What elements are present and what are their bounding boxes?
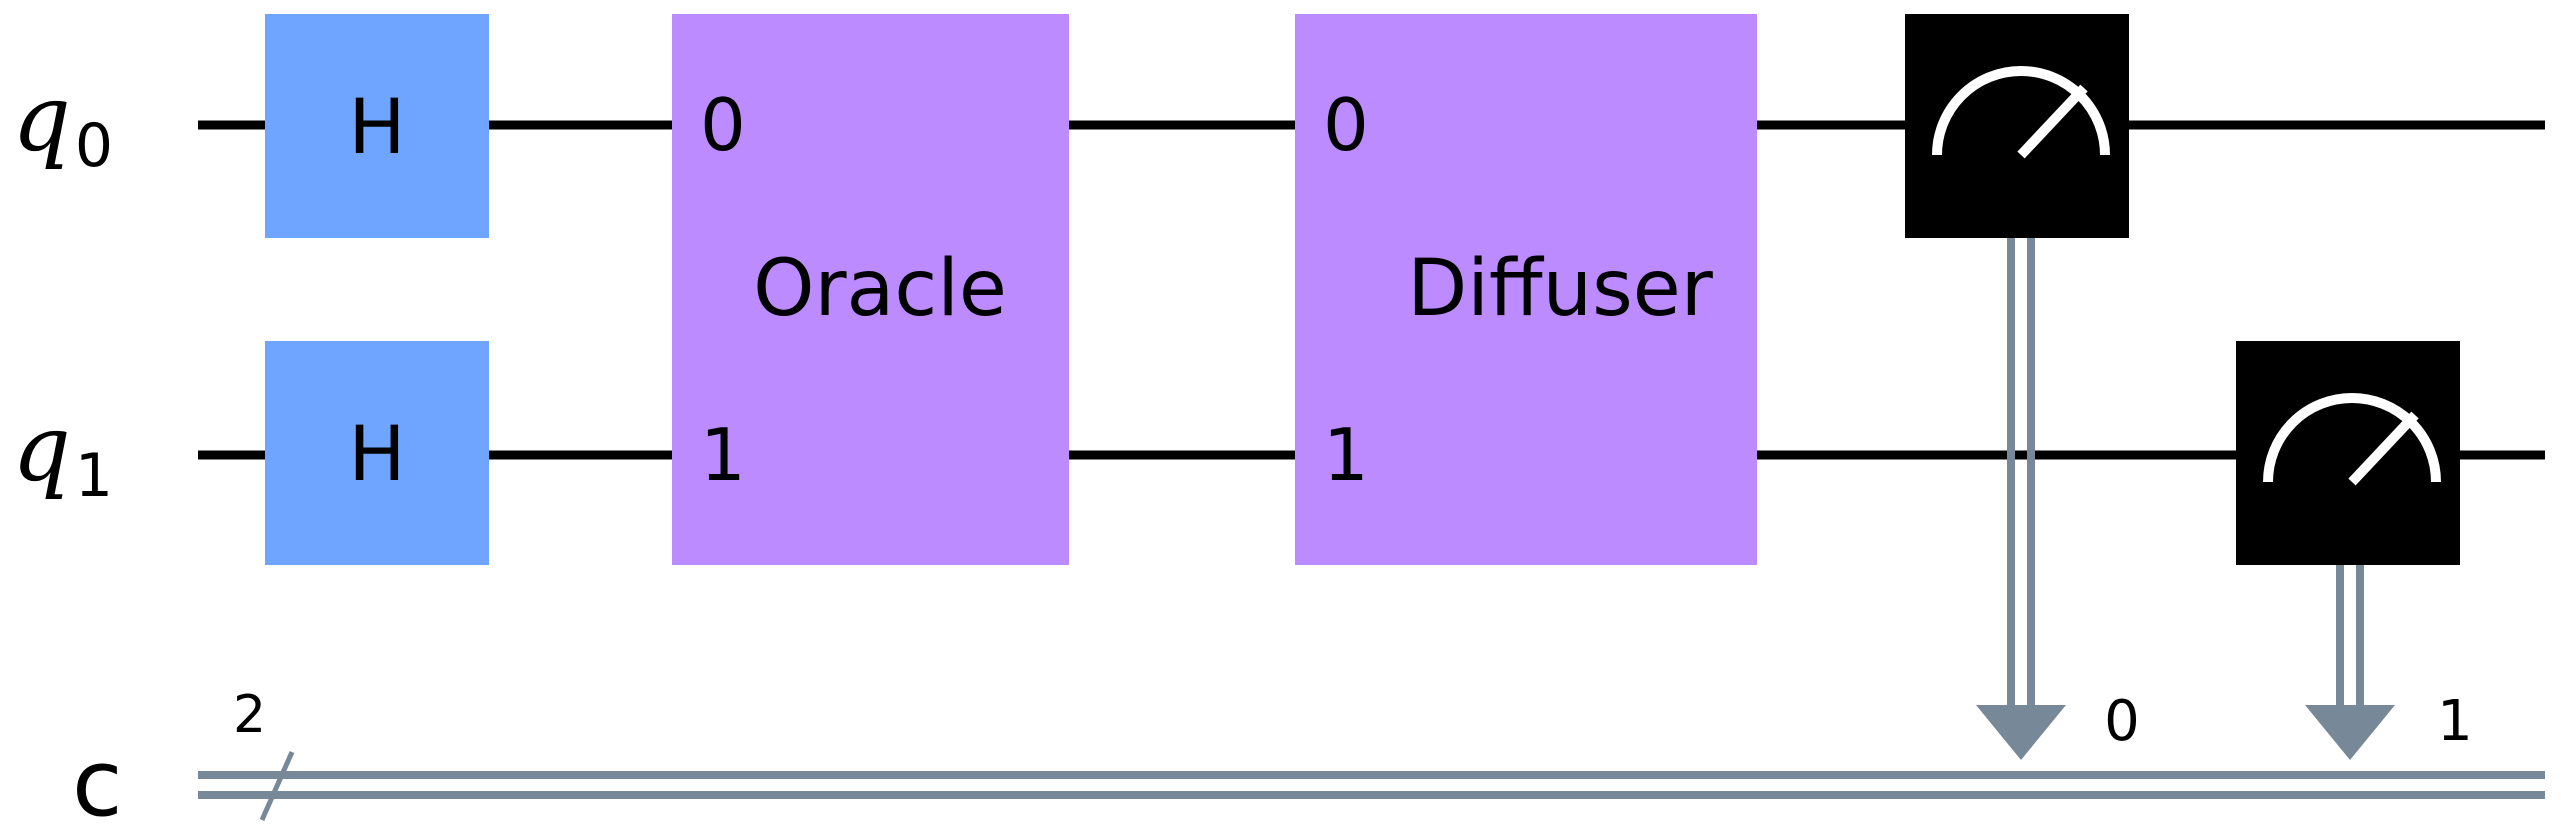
classical-wire — [198, 771, 2545, 799]
register-label-q0: q0 — [12, 65, 113, 181]
oracle-gate[interactable]: 0 Oracle 1 — [672, 14, 1069, 565]
register-sub-q0: 0 — [75, 111, 113, 181]
svg-text:H: H — [348, 82, 405, 171]
diffuser-pin-1: 1 — [1323, 413, 1369, 497]
measure-q1[interactable]: 1 — [2236, 341, 2473, 760]
diffuser-label: Diffuser — [1407, 244, 1714, 334]
diffuser-gate[interactable]: 0 Diffuser 1 — [1295, 14, 1757, 565]
measure-bit-1: 1 — [2437, 689, 2473, 754]
h-gate-q0[interactable]: H — [265, 14, 489, 238]
measure-bit-0: 0 — [2104, 689, 2140, 754]
bus-width-slash — [259, 750, 295, 822]
register-label-c: c — [72, 730, 123, 829]
oracle-pin-1: 1 — [700, 413, 746, 497]
measure-q0[interactable]: 0 — [1905, 14, 2140, 760]
register-sub-q1: 1 — [75, 441, 113, 511]
register-label-q1: q1 — [12, 395, 113, 511]
meter-icon — [2263, 393, 2441, 486]
svg-text:H: H — [348, 409, 405, 498]
h-gate-q1[interactable]: H — [265, 341, 489, 565]
oracle-pin-0: 0 — [700, 83, 746, 167]
meter-icon — [1932, 66, 2110, 159]
diffuser-pin-0: 0 — [1323, 83, 1369, 167]
bus-width-label: 2 — [233, 685, 266, 745]
oracle-label: Oracle — [753, 244, 1007, 334]
